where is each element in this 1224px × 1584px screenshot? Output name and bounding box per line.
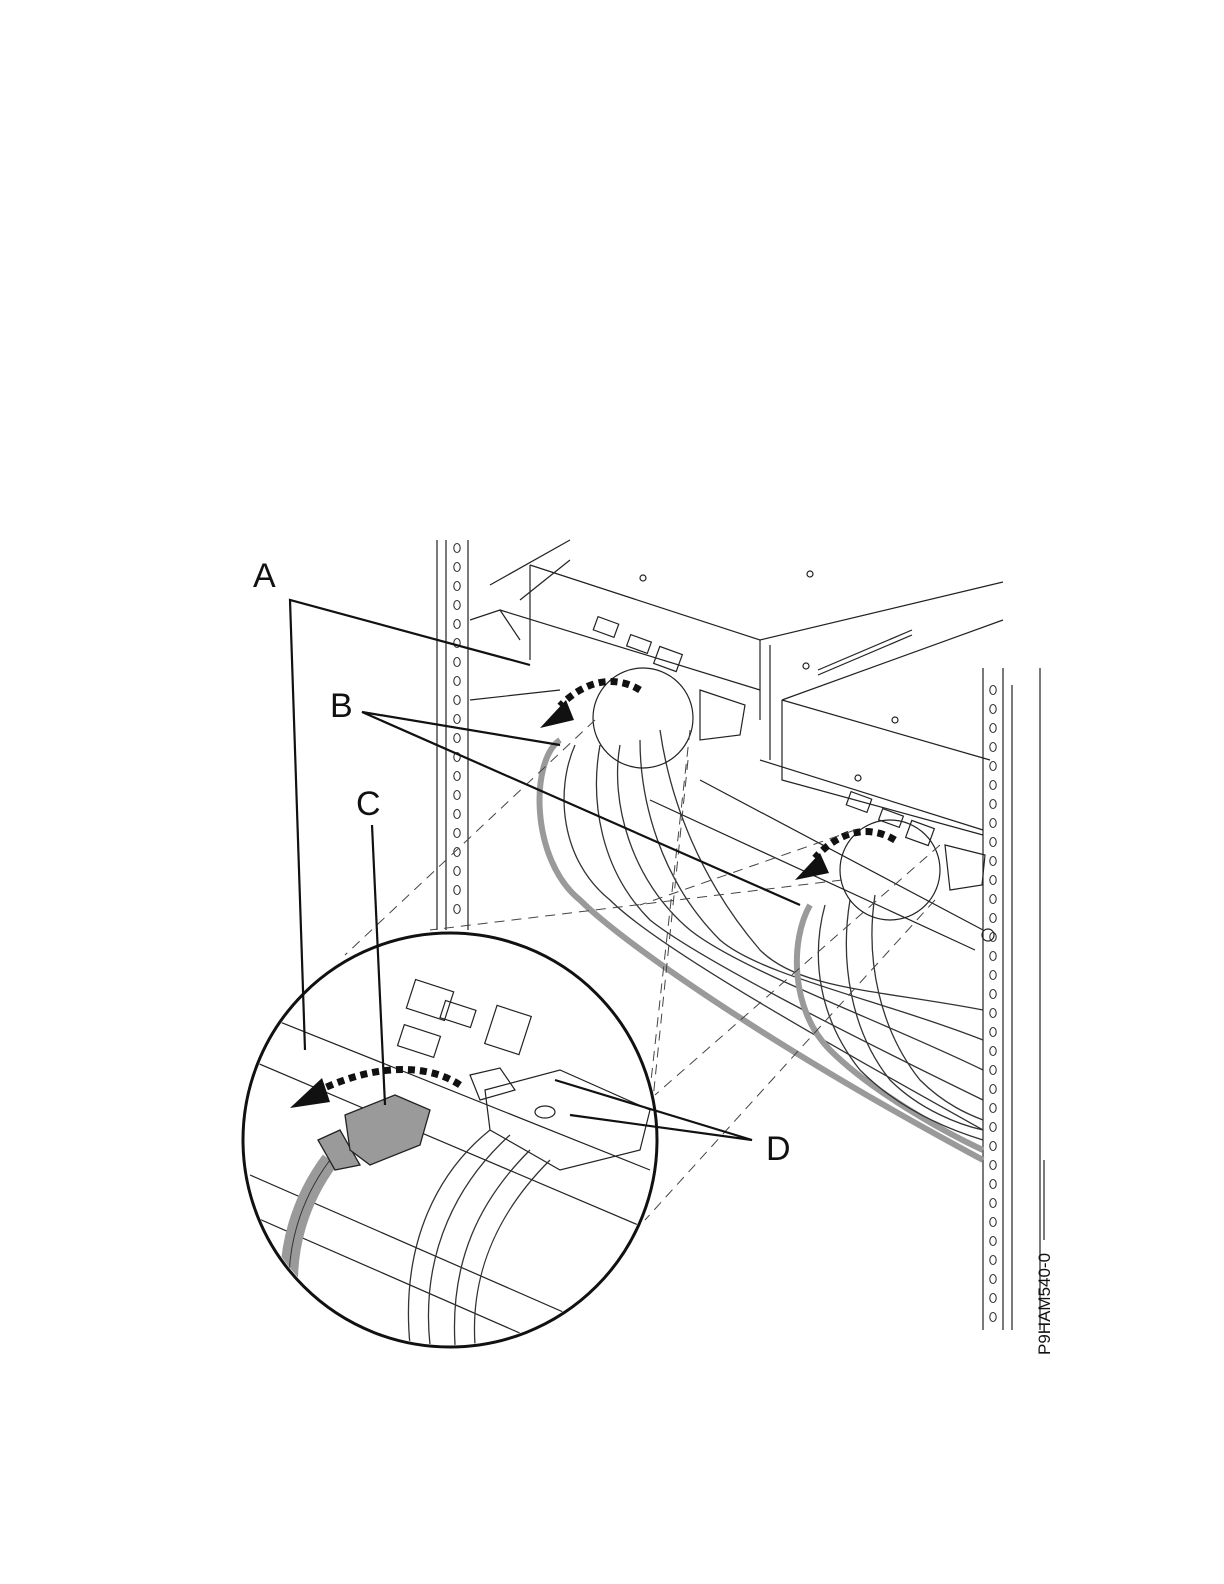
rail-hole — [990, 1294, 996, 1303]
rail-hole — [990, 1009, 996, 1018]
rail-hole — [454, 563, 460, 572]
rail-hole — [454, 696, 460, 705]
rail-hole — [454, 791, 460, 800]
rail-hole — [454, 867, 460, 876]
rail-hole — [990, 1047, 996, 1056]
rail-hole — [454, 905, 460, 914]
rail-hole — [990, 705, 996, 714]
rail-hole — [454, 582, 460, 591]
rail-hole — [454, 601, 460, 610]
rail-hole — [990, 1028, 996, 1037]
rail-hole — [990, 895, 996, 904]
rail-hole — [990, 1180, 996, 1189]
rail-hole — [990, 781, 996, 790]
rail-hole — [990, 1256, 996, 1265]
rail-hole — [990, 914, 996, 923]
rail-hole — [990, 1275, 996, 1284]
rail-hole — [990, 686, 996, 695]
rail-hole — [454, 772, 460, 781]
rail-hole — [454, 810, 460, 819]
lower-server — [650, 620, 1003, 950]
rail-hole — [990, 724, 996, 733]
rail-hole — [454, 544, 460, 553]
callout-d: D — [766, 1130, 791, 1168]
rail-hole — [454, 886, 460, 895]
rail-hole — [990, 1085, 996, 1094]
rail-hole — [454, 829, 460, 838]
rail-hole — [990, 1142, 996, 1151]
rail-hole — [990, 819, 996, 828]
rail-hole — [990, 762, 996, 771]
rail-hole — [990, 743, 996, 752]
rail-hole — [454, 620, 460, 629]
callout-c: C — [356, 785, 381, 823]
rail-hole — [990, 1313, 996, 1322]
rail-hole — [990, 952, 996, 961]
rail-hole — [990, 971, 996, 980]
detail-circle-upper — [593, 668, 693, 768]
rail-hole — [990, 1066, 996, 1075]
callout-a: A — [253, 557, 276, 595]
rail-hole — [454, 715, 460, 724]
rail-hole — [990, 1218, 996, 1227]
rail-hole — [454, 658, 460, 667]
rail-hole — [454, 734, 460, 743]
right-rack-rail — [983, 668, 1040, 1330]
callout-b: B — [330, 687, 353, 725]
rail-hole — [454, 677, 460, 686]
figure-id: P9HAM540-0 — [1035, 1253, 1054, 1355]
rail-hole — [990, 990, 996, 999]
left-rack-rail — [437, 540, 468, 930]
rail-hole — [990, 1199, 996, 1208]
unplug-arrow-upper — [540, 681, 640, 728]
rail-hole — [990, 1123, 996, 1132]
rail-hole — [990, 857, 996, 866]
rail-hole — [990, 1237, 996, 1246]
rail-hole — [990, 1104, 996, 1113]
rail-hole — [990, 1161, 996, 1170]
rail-hole — [990, 876, 996, 885]
rail-hole — [990, 800, 996, 809]
leader-b — [362, 712, 800, 905]
rail-hole — [990, 838, 996, 847]
magnified-detail — [243, 933, 657, 1390]
upper-server — [470, 540, 1003, 760]
